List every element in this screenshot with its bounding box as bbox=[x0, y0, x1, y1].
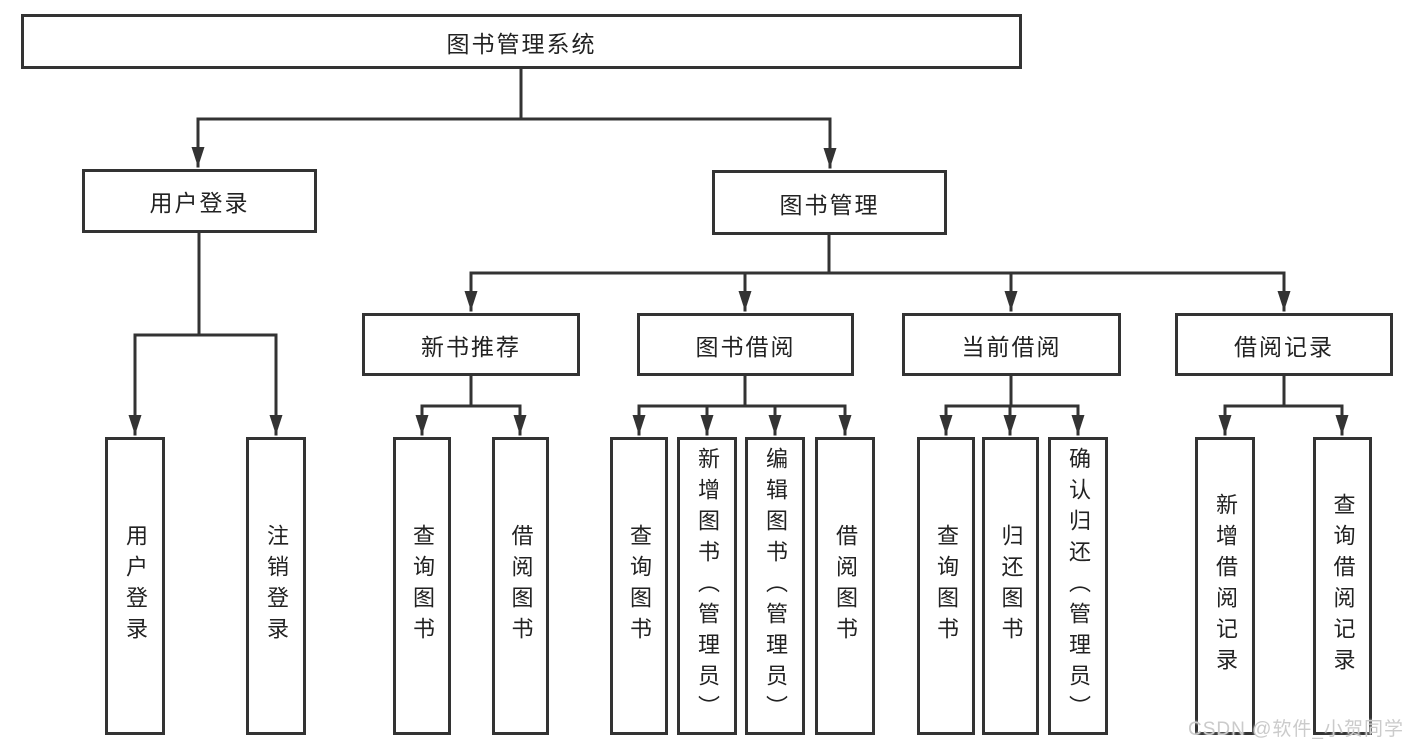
node-root: 图书管理系统 bbox=[21, 14, 1022, 69]
leaf-return-books-label: 归还图书 bbox=[998, 524, 1024, 648]
leaf-query-borrow-record-label: 查询借阅记录 bbox=[1330, 493, 1356, 679]
leaf-borrow-books-2-label: 借阅图书 bbox=[833, 524, 858, 648]
connector-current-borrow-trunk bbox=[944, 374, 1080, 408]
node-book-management: 图书管理 bbox=[712, 170, 947, 235]
leaf-edit-books-admin-label: 编辑图书（管理员） bbox=[763, 446, 788, 726]
leaf-query-borrow-record: 查询借阅记录 bbox=[1313, 437, 1372, 735]
node-current-borrow-label: 当前借阅 bbox=[961, 333, 1062, 360]
leaf-confirm-return-admin: 确认归还（管理员） bbox=[1048, 437, 1108, 735]
leaf-add-books-admin: 新增图书（管理员） bbox=[677, 437, 737, 735]
node-current-borrow: 当前借阅 bbox=[902, 313, 1121, 376]
leaf-add-books-admin-label: 新增图书（管理员） bbox=[695, 446, 720, 726]
leaf-return-books: 归还图书 bbox=[982, 437, 1039, 735]
connector-borrow-records-trunk bbox=[1223, 374, 1344, 408]
node-root-label: 图书管理系统 bbox=[446, 30, 597, 57]
leaf-borrow-books-2: 借阅图书 bbox=[815, 437, 875, 735]
node-book-management-label: 图书管理 bbox=[779, 191, 880, 218]
connector-new-book-trunk bbox=[420, 374, 522, 408]
connector-book-borrow-trunk bbox=[637, 374, 847, 408]
leaf-logout: 注销登录 bbox=[246, 437, 306, 735]
node-borrow-records: 借阅记录 bbox=[1175, 313, 1393, 376]
connector-root-trunk bbox=[196, 67, 832, 121]
leaf-query-books-3-label: 查询图书 bbox=[934, 524, 959, 648]
leaf-logout-label: 注销登录 bbox=[264, 524, 289, 648]
node-new-book-recommend: 新书推荐 bbox=[362, 313, 580, 376]
leaf-query-books-3: 查询图书 bbox=[917, 437, 975, 735]
node-user-login: 用户登录 bbox=[82, 169, 317, 233]
node-book-borrow-label: 图书借阅 bbox=[695, 333, 796, 360]
node-borrow-records-label: 借阅记录 bbox=[1234, 333, 1334, 360]
leaf-query-books-2: 查询图书 bbox=[610, 437, 668, 735]
leaf-add-borrow-record-label: 新增借阅记录 bbox=[1213, 493, 1238, 679]
node-user-login-label: 用户登录 bbox=[149, 190, 250, 216]
node-book-borrow: 图书借阅 bbox=[637, 313, 854, 376]
leaf-query-books-1-label: 查询图书 bbox=[410, 524, 435, 648]
leaf-edit-books-admin: 编辑图书（管理员） bbox=[745, 437, 805, 735]
leaf-user-login-label: 用户登录 bbox=[123, 524, 148, 648]
leaf-borrow-books-1-label: 借阅图书 bbox=[508, 524, 534, 648]
leaf-confirm-return-admin-label: 确认归还（管理员） bbox=[1066, 446, 1091, 726]
connector-book-management-trunk bbox=[469, 233, 1286, 275]
leaf-query-books-1: 查询图书 bbox=[393, 437, 451, 735]
leaf-borrow-books-1: 借阅图书 bbox=[492, 437, 549, 735]
csdn-watermark: CSDN @软件_小贺同学 bbox=[1188, 719, 1404, 740]
node-new-book-recommend-label: 新书推荐 bbox=[421, 333, 521, 360]
connector-user-login-trunk bbox=[133, 231, 278, 337]
leaf-query-books-2-label: 查询图书 bbox=[627, 524, 652, 648]
leaf-user-login: 用户登录 bbox=[105, 437, 165, 735]
leaf-add-borrow-record: 新增借阅记录 bbox=[1195, 437, 1255, 735]
